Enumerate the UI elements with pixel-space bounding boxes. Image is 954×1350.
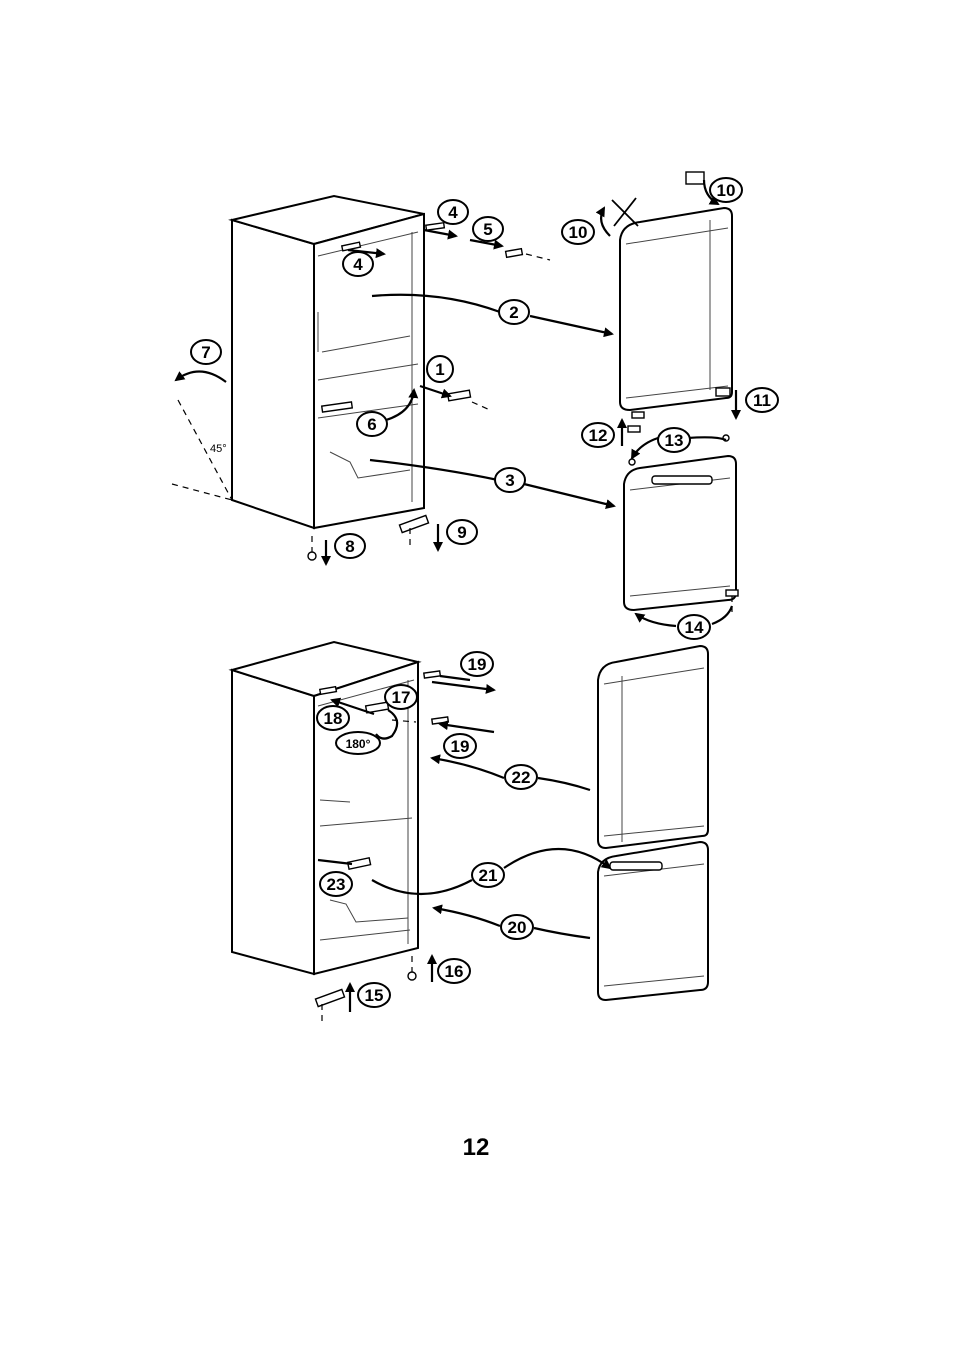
callout-6: 6 [357, 412, 387, 436]
callout-23: 23 [320, 872, 352, 896]
callout-2: 2 [499, 300, 529, 324]
callout-1: 1 [427, 356, 453, 382]
svg-text:13: 13 [665, 431, 684, 450]
svg-text:19: 19 [451, 737, 470, 756]
callout-5: 5 [473, 217, 503, 241]
svg-text:15: 15 [365, 986, 384, 1005]
svg-text:9: 9 [457, 523, 466, 542]
callout-4b: 4 [343, 252, 373, 276]
page-number: 12 [446, 1134, 506, 1162]
svg-text:8: 8 [345, 537, 354, 556]
svg-text:12: 12 [589, 426, 608, 445]
callout-10b: 10 [710, 178, 742, 202]
callout-180-rotation: 180° [336, 732, 380, 754]
top-upper-door [620, 208, 732, 410]
tilt-guide: 45° [172, 400, 232, 500]
svg-text:10: 10 [717, 181, 736, 200]
svg-text:5: 5 [483, 220, 492, 239]
callout-13: 13 [658, 428, 690, 452]
top-fridge-cabinet [232, 196, 424, 528]
callout-4a: 4 [438, 200, 468, 224]
callout-3: 3 [495, 468, 525, 492]
svg-text:18: 18 [324, 709, 343, 728]
svg-text:22: 22 [512, 768, 531, 787]
callout-8: 8 [335, 534, 365, 558]
svg-text:4: 4 [448, 203, 458, 222]
callout-21: 21 [472, 863, 504, 887]
callout-19b: 19 [444, 734, 476, 758]
svg-text:16: 16 [445, 962, 464, 981]
top-lower-door [624, 456, 736, 610]
svg-text:21: 21 [479, 866, 498, 885]
callout-12: 12 [582, 423, 614, 447]
callout-16: 16 [438, 959, 470, 983]
cross-mark [612, 198, 638, 226]
callout-22: 22 [505, 765, 537, 789]
svg-text:11: 11 [753, 391, 771, 410]
callout-11: 11 [746, 388, 778, 412]
svg-text:19: 19 [468, 655, 487, 674]
bottom-upper-door [598, 646, 708, 848]
callout-18: 18 [317, 706, 349, 730]
svg-text:10: 10 [569, 223, 588, 242]
svg-text:20: 20 [508, 918, 527, 937]
callout-15: 15 [358, 983, 390, 1007]
callout-14: 14 [678, 615, 710, 639]
svg-text:17: 17 [392, 688, 411, 707]
svg-text:6: 6 [367, 415, 376, 434]
callout-9: 9 [447, 520, 477, 544]
bottom-lower-door [598, 842, 708, 1000]
svg-text:1: 1 [435, 360, 444, 379]
angle-label: 45° [210, 443, 227, 455]
svg-text:3: 3 [505, 471, 514, 490]
svg-text:7: 7 [201, 343, 210, 362]
callout-17: 17 [385, 685, 417, 709]
svg-text:180°: 180° [346, 737, 371, 751]
svg-text:14: 14 [685, 618, 704, 637]
callout-7: 7 [191, 340, 221, 364]
callout-20: 20 [501, 915, 533, 939]
svg-text:2: 2 [509, 303, 518, 322]
callout-10a: 10 [562, 220, 594, 244]
svg-text:23: 23 [327, 875, 346, 894]
callout-19a: 19 [461, 652, 493, 676]
svg-text:4: 4 [353, 255, 363, 274]
